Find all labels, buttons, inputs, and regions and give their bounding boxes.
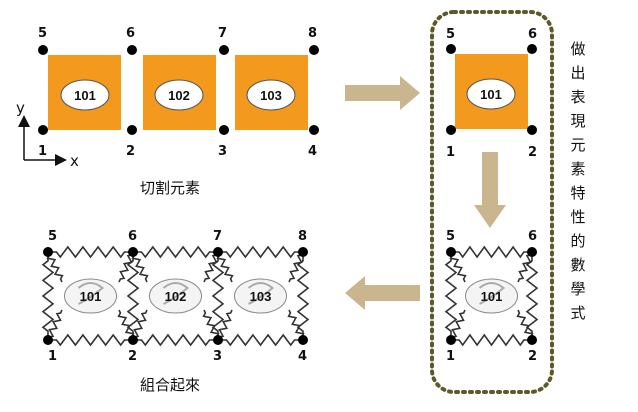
top-element-label-1: 101 (74, 88, 96, 103)
spring-element-single: 5 6 1 2 101 (444, 229, 539, 364)
bottom-node-label-8: 8 (298, 229, 307, 244)
spring-node (213, 335, 223, 345)
spring-node (527, 335, 537, 345)
side-char-5: 素 (570, 160, 585, 178)
top-node-label-3: 3 (218, 144, 227, 159)
spring-node (43, 335, 53, 345)
spring-node (43, 247, 53, 257)
arrow-right (345, 76, 420, 110)
spring-element-label-3: 103 (250, 289, 272, 304)
bottom-node-label-2: 2 (128, 349, 137, 364)
top-caption: 切割元素 (140, 179, 200, 197)
side-char-8: 的 (570, 232, 585, 250)
side-text: 做 出 表 現 元 素 特 性 的 數 學 式 (570, 40, 585, 322)
top-node-label-7: 7 (218, 26, 227, 41)
top-node-label-2: 2 (126, 144, 135, 159)
side-char-2: 表 (570, 88, 585, 106)
bottom-node-label-3: 3 (213, 349, 222, 364)
bottom-node-label-4: 4 (298, 349, 307, 364)
single-element-label: 101 (480, 87, 502, 102)
side-char-7: 性 (570, 208, 585, 226)
spring-single-node-label-6: 6 (528, 229, 537, 244)
spring-node (446, 335, 456, 345)
single-node-label-2: 2 (528, 145, 537, 160)
top-node-5 (38, 45, 48, 55)
spring-node (527, 247, 537, 257)
bottom-node-label-5: 5 (48, 229, 57, 244)
side-char-0: 做 (570, 40, 585, 58)
top-node-1 (38, 125, 48, 135)
spring-node (298, 335, 308, 345)
dotted-panel (430, 10, 554, 394)
single-node-label-5: 5 (446, 27, 455, 42)
side-char-3: 現 (570, 112, 585, 130)
y-axis-label: y (16, 99, 25, 117)
top-element-label-2: 102 (168, 88, 190, 103)
spring-node (128, 247, 138, 257)
spring-node (128, 335, 138, 345)
bottom-node-label-7: 7 (213, 229, 222, 244)
side-char-1: 出 (570, 64, 585, 82)
spring-element-label-1: 101 (80, 289, 102, 304)
top-node-label-6: 6 (126, 26, 135, 41)
single-node-label-6: 6 (528, 27, 537, 42)
arrow-left (345, 276, 420, 310)
top-node-3 (219, 125, 229, 135)
bottom-caption: 組合起來 (140, 376, 200, 394)
top-row: 101 102 103 5 6 7 8 1 2 3 4 切割元素 (38, 26, 319, 197)
axis-indicator: y x (16, 99, 79, 170)
top-node-8 (309, 45, 319, 55)
top-node-label-5: 5 (38, 26, 47, 41)
side-char-11: 式 (570, 304, 585, 322)
top-node-4 (309, 125, 319, 135)
spring-single-node-label-2: 2 (528, 349, 537, 364)
side-char-9: 數 (570, 256, 585, 274)
bottom-node-label-1: 1 (48, 349, 57, 364)
spring-node (446, 247, 456, 257)
side-char-4: 元 (570, 136, 585, 154)
spring-node (298, 247, 308, 257)
bottom-node-label-6: 6 (128, 229, 137, 244)
spring-single-node-label-1: 1 (446, 349, 455, 364)
arrow-down (474, 152, 506, 228)
top-node-label-1: 1 (38, 144, 47, 159)
x-axis-label: x (70, 152, 79, 170)
spring-single-node-label-5: 5 (446, 229, 455, 244)
spring-element-label-1: 101 (481, 289, 503, 304)
spring-element-label-2: 102 (165, 289, 187, 304)
top-node-label-4: 4 (308, 144, 317, 159)
side-char-6: 特 (570, 184, 585, 202)
top-node-7 (219, 45, 229, 55)
top-node-6 (127, 45, 137, 55)
single-node-label-1: 1 (446, 145, 455, 160)
spring-assembly: 5 6 7 8 1 2 3 4 101 102 103 (41, 229, 310, 364)
top-element-label-3: 103 (260, 88, 282, 103)
top-node-label-8: 8 (308, 26, 317, 41)
top-node-2 (127, 125, 137, 135)
spring-node (213, 247, 223, 257)
single-element: 101 5 6 1 2 (446, 27, 537, 160)
side-char-10: 學 (570, 280, 585, 298)
